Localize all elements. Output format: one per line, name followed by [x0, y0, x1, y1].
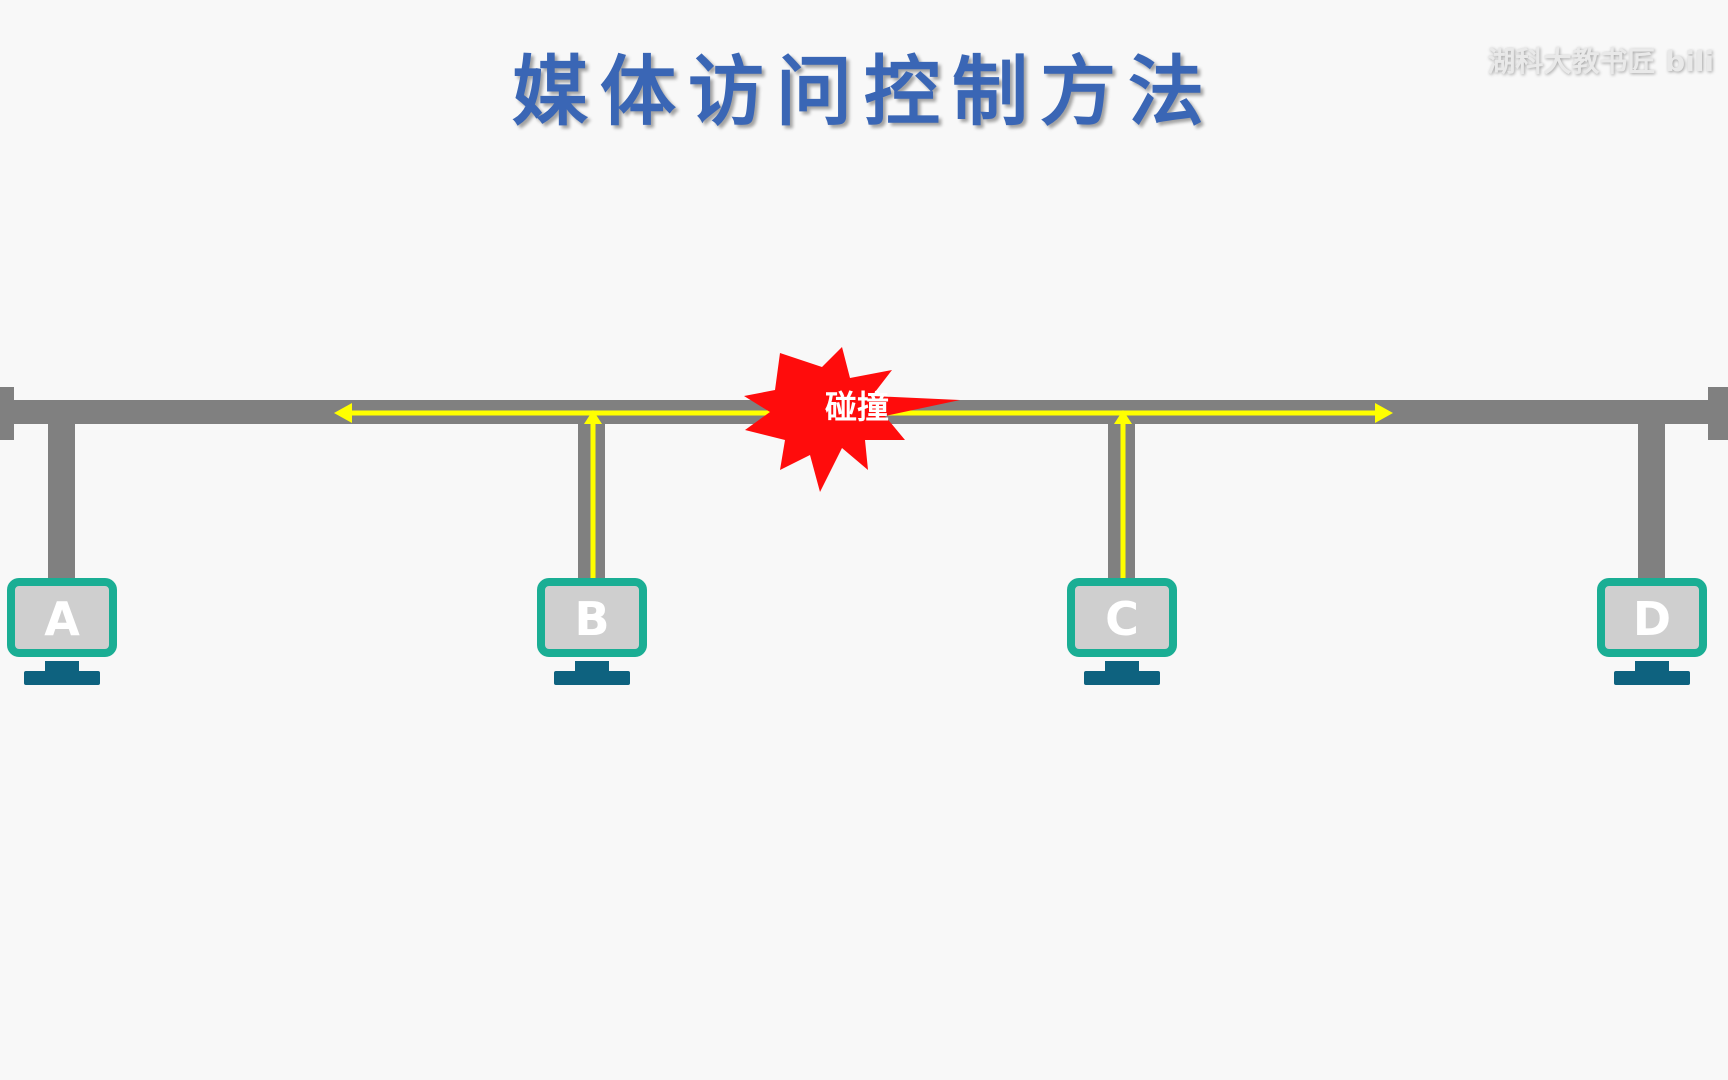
arrowhead-left: [334, 403, 352, 423]
drop-cable: [48, 420, 75, 582]
arrowhead-right: [1375, 403, 1393, 423]
drop-cable: [1638, 420, 1665, 582]
terminator-left: [0, 387, 14, 440]
station-label: A: [44, 592, 80, 646]
station-d: D: [1597, 420, 1707, 685]
monitor-icon: [537, 578, 647, 657]
monitor-base: [554, 671, 630, 685]
monitor-icon: [1597, 578, 1707, 657]
monitor-base: [24, 671, 100, 685]
collision-burst: [744, 347, 960, 492]
station-a: A: [7, 420, 117, 685]
collision-label: 碰撞: [825, 388, 889, 426]
monitor-stand: [1635, 661, 1669, 672]
station-label: B: [574, 592, 609, 646]
monitor-stand: [45, 661, 79, 672]
station-label: D: [1633, 592, 1671, 646]
arrowhead-b: [584, 410, 602, 424]
monitor-icon: [7, 578, 117, 657]
monitor-base: [1084, 671, 1160, 685]
monitor-base: [1614, 671, 1690, 685]
watermark: 湖科大教书匠 bili: [1487, 45, 1714, 78]
page-title: 媒体访问控制方法: [512, 47, 1216, 136]
monitor-stand: [575, 661, 609, 672]
station-label: C: [1105, 592, 1139, 646]
terminator-right: [1708, 387, 1728, 440]
monitor-stand: [1105, 661, 1139, 672]
monitor-icon: [1067, 578, 1177, 657]
arrowhead-c: [1114, 410, 1132, 424]
